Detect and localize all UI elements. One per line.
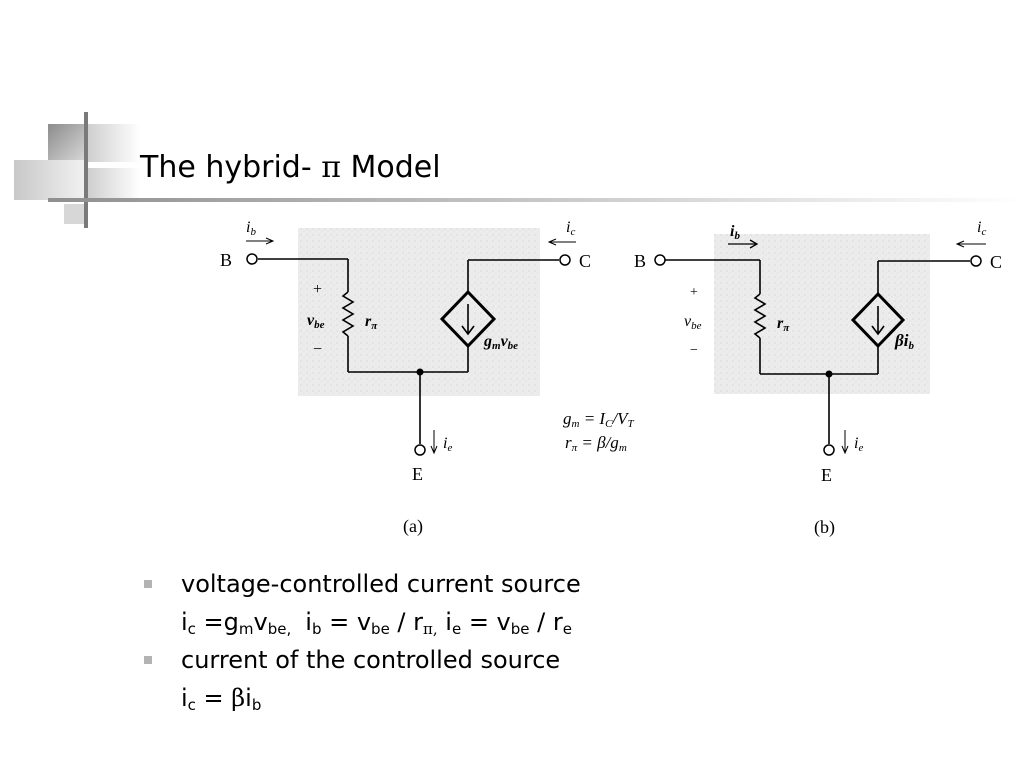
square-bullet-icon (144, 580, 152, 588)
terminal-e-a (414, 444, 426, 456)
label-ic-a: ic (566, 219, 575, 238)
node-b-label-a: B (220, 250, 232, 270)
label-ic-b: ic (977, 219, 986, 238)
label-ie-b: ie (854, 435, 863, 454)
label-ie-a: ie (443, 435, 452, 454)
label-beta-ib-b: βib (894, 331, 914, 352)
terminal-b-b (654, 254, 666, 266)
label-rpi-a: rπ (365, 313, 378, 332)
label-ib-a: ib (246, 219, 256, 238)
label-gm-vbe-a: gmvbe (483, 333, 518, 352)
circuit-a: ib ic B C E ie + − vbe rπ gmvbe (a) (220, 219, 591, 537)
node-e-label-b: E (821, 465, 832, 485)
dependent-source-a (439, 289, 497, 349)
terminal-b-a (246, 253, 258, 265)
node-e-label-a: E (412, 464, 423, 484)
node-c-label-b: C (990, 252, 1002, 272)
junction-dot-a (416, 368, 424, 376)
equation-controlled-source: ic = βib (181, 684, 262, 714)
label-vbe-b: vbe (684, 313, 702, 332)
bullet-list: voltage-controlled current source ic =gm… (144, 566, 844, 718)
shaded-background-a (298, 228, 540, 396)
equation-voltage-controlled: ic =gmvbe,ib = vbe / rπ, ie = vbe / re (181, 608, 572, 638)
caption-b: (b) (814, 517, 835, 538)
square-bullet-icon (144, 656, 152, 664)
plus-sign-b: + (690, 285, 698, 300)
caption-a: (a) (403, 516, 423, 537)
minus-sign-a: − (313, 341, 322, 358)
circuit-b: ib ic B C E ie + − vbe rπ βib (b) (634, 219, 1002, 538)
dependent-source-b (850, 291, 906, 349)
terminal-c-b (970, 255, 982, 267)
resistor-r-pi-b (753, 293, 767, 339)
label-ib-b: ib (730, 223, 740, 242)
relation-formulas: gm = IC/VT rπ = β/gm (563, 409, 635, 454)
formula-gm: gm = IC/VT (563, 409, 635, 430)
resistor-r-pi-a (341, 291, 355, 337)
terminal-c-a (559, 254, 571, 266)
decorative-corner-graphic (14, 112, 1024, 228)
minus-sign-b: − (690, 343, 698, 358)
node-c-label-a: C (579, 251, 591, 271)
hybrid-pi-circuit-figure: ib ic B C E ie + − vbe rπ gmvbe (a) gm =… (220, 219, 1002, 538)
bullet-item-2: current of the controlled source (144, 642, 844, 678)
slide-title: The hybrid- π Model (140, 150, 441, 185)
plus-sign-a: + (313, 281, 322, 298)
label-vbe-a: vbe (307, 312, 325, 331)
pi-symbol: π (321, 150, 341, 185)
bullet-item-1: voltage-controlled current source (144, 566, 844, 602)
formula-rpi: rπ = β/gm (565, 433, 627, 454)
node-b-label-b: B (634, 251, 646, 271)
junction-dot-b (825, 370, 833, 378)
label-rpi-b: rπ (777, 315, 790, 334)
terminal-e-b (823, 444, 835, 456)
